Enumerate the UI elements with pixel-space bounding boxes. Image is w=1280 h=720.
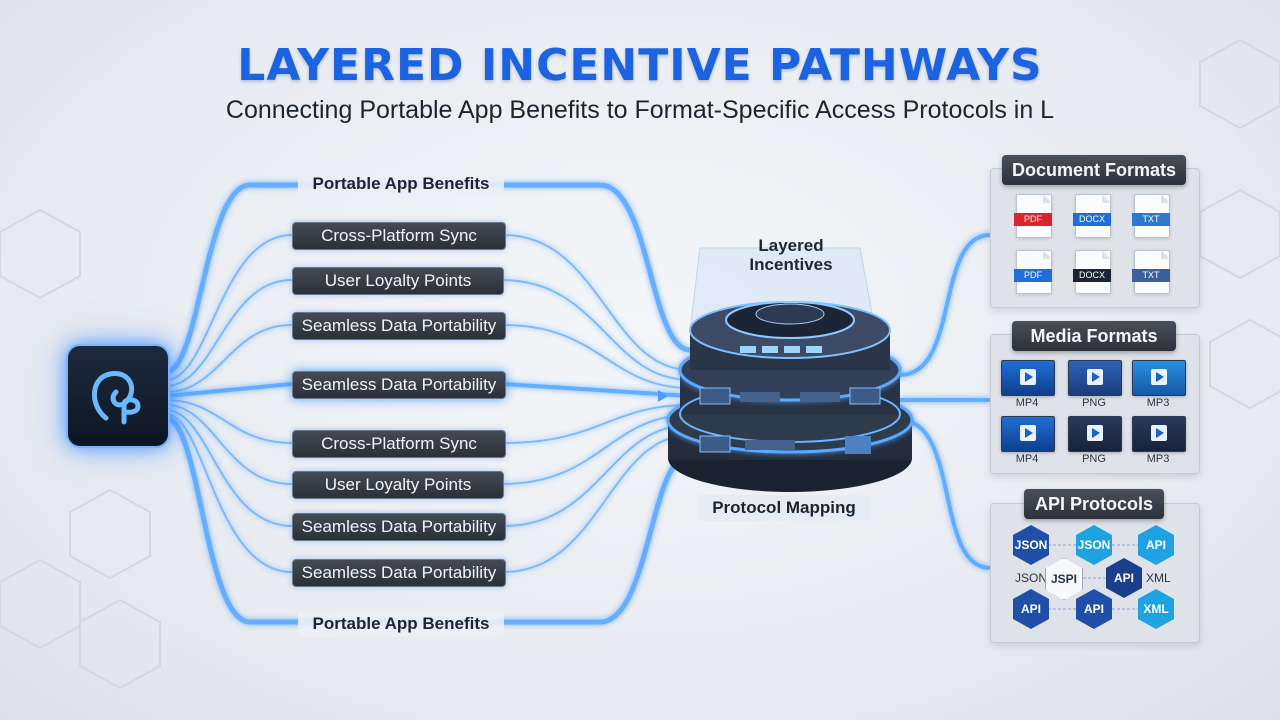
mp4-video-icon-2[interactable] xyxy=(1001,416,1055,452)
benefits-bottom-label: Portable App Benefits xyxy=(298,611,504,637)
png-media-icon-2[interactable] xyxy=(1068,416,1122,452)
docx-file-icon[interactable]: DOCX xyxy=(1073,194,1111,238)
api-node-icon-3[interactable]: API xyxy=(1013,589,1049,629)
docx-file-label: DOCX xyxy=(1073,213,1111,226)
benefits-top-label: Portable App Benefits xyxy=(298,171,504,197)
jspi-node-icon[interactable]: JSPI xyxy=(1045,558,1083,600)
txt-file-label: TXT xyxy=(1132,213,1170,226)
portable-app-icon[interactable] xyxy=(66,344,170,448)
docx-file-icon-2[interactable]: DOCX xyxy=(1073,250,1111,294)
mp4-label-2: MP4 xyxy=(1015,453,1039,465)
document-formats-title: Document Formats xyxy=(1002,155,1186,185)
txt-file-icon[interactable]: TXT xyxy=(1132,194,1170,238)
hub-top-label-line1: Layered xyxy=(758,236,824,255)
loop-logo-icon xyxy=(92,371,141,425)
xml-text-node: XML xyxy=(1146,571,1171,585)
play-icon xyxy=(1151,369,1167,385)
txt-file-label-2: TXT xyxy=(1132,269,1170,282)
png-label: PNG xyxy=(1082,397,1106,409)
pdf-file-label-2: PDF xyxy=(1014,269,1052,282)
json-node-icon[interactable]: JSON xyxy=(1013,525,1049,565)
png-label-2: PNG xyxy=(1082,453,1106,465)
hub-bottom-label: Protocol Mapping xyxy=(698,495,870,521)
play-icon xyxy=(1020,369,1036,385)
json-text-node: JSON xyxy=(1015,571,1048,585)
mp3-label-2: MP3 xyxy=(1146,453,1170,465)
png-media-icon[interactable] xyxy=(1068,360,1122,396)
pdf-file-icon-2[interactable]: PDF xyxy=(1014,250,1052,294)
api-node-icon-4[interactable]: API xyxy=(1076,589,1112,629)
api-node-icon[interactable]: API xyxy=(1138,525,1174,565)
txt-file-icon-2[interactable]: TXT xyxy=(1132,250,1170,294)
pdf-file-icon[interactable]: PDF xyxy=(1014,194,1052,238)
benefit-pill-seamless-data-portability-2[interactable]: Seamless Data Portability xyxy=(292,513,506,541)
layered-hub-graphic xyxy=(666,247,914,492)
docx-file-label-2: DOCX xyxy=(1073,269,1111,282)
mp3-media-icon-2[interactable] xyxy=(1132,416,1186,452)
benefit-pill-seamless-data-portability-3[interactable]: Seamless Data Portability xyxy=(292,559,506,587)
background-hex-pattern xyxy=(0,38,1280,690)
benefit-pill-user-loyalty-points[interactable]: User Loyalty Points xyxy=(292,267,504,295)
xml-node-icon[interactable]: XML xyxy=(1138,589,1174,629)
benefit-pill-seamless-data-portability[interactable]: Seamless Data Portability xyxy=(292,312,506,340)
mp3-label: MP3 xyxy=(1146,397,1170,409)
hub-top-label-line2: Incentives xyxy=(749,255,833,274)
benefit-pill-user-loyalty-points-2[interactable]: User Loyalty Points xyxy=(292,471,504,499)
benefit-pill-cross-platform-sync-2[interactable]: Cross-Platform Sync xyxy=(292,430,506,458)
hub-top-label: Layered Incentives xyxy=(716,236,866,274)
api-node-icon-2[interactable]: API xyxy=(1106,558,1142,598)
mp3-media-icon[interactable] xyxy=(1132,360,1186,396)
play-icon xyxy=(1020,425,1036,441)
page-title: LAYERED INCENTIVE PATHWAYS xyxy=(237,40,1043,91)
page-subtitle: Connecting Portable App Benefits to Form… xyxy=(225,96,1055,124)
api-protocols-title: API Protocols xyxy=(1024,489,1164,519)
json-node-icon-2[interactable]: JSON xyxy=(1076,525,1112,565)
benefit-pill-seamless-data-portability-highlighted[interactable]: Seamless Data Portability xyxy=(292,371,506,399)
play-icon xyxy=(1087,425,1103,441)
mp4-video-icon[interactable] xyxy=(1001,360,1055,396)
pdf-file-label: PDF xyxy=(1014,213,1052,226)
benefit-pill-cross-platform-sync[interactable]: Cross-Platform Sync xyxy=(292,222,506,250)
play-icon xyxy=(1151,425,1167,441)
media-formats-title: Media Formats xyxy=(1012,321,1176,351)
play-icon xyxy=(1087,369,1103,385)
mp4-label: MP4 xyxy=(1015,397,1039,409)
